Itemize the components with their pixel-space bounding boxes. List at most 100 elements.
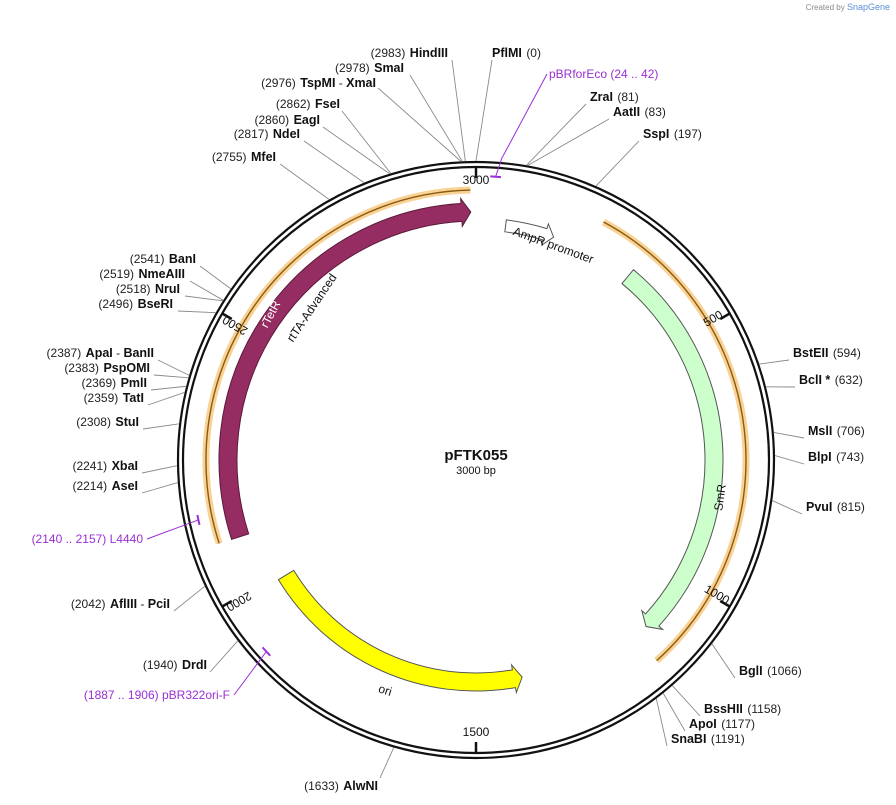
site-leader — [526, 103, 587, 166]
site-name: BseRI — [138, 297, 173, 311]
site-leader — [475, 59, 493, 162]
feature-smr — [621, 268, 724, 631]
site-name: SmaI — [374, 61, 404, 75]
site-position: (1177) — [721, 717, 755, 731]
site-name: ApoI — [689, 717, 717, 731]
restriction-site-eagi: (2860) EagI — [254, 111, 320, 128]
site-leader — [177, 310, 216, 314]
restriction-site-sspi: SspI (197) — [643, 125, 702, 142]
site-leader — [711, 643, 736, 679]
site-leader — [209, 640, 239, 673]
leaders-layer — [141, 59, 805, 779]
site-position: (2983) — [371, 46, 406, 60]
site-position: (1940) — [143, 658, 178, 672]
primer-leader — [495, 73, 548, 177]
restriction-site-bsshii: BssHII (1158) — [704, 700, 781, 717]
feature-rtetr — [218, 196, 472, 541]
site-name: AatII — [613, 105, 640, 119]
restriction-site-aatii: AatII (83) — [613, 103, 666, 120]
site-leader — [141, 482, 178, 494]
site-leader — [379, 747, 395, 779]
site-name: SspI — [643, 127, 669, 141]
site-position: (0) — [526, 46, 541, 60]
restriction-site-pspomi: (2383) PspOMI — [64, 359, 150, 376]
site-leader — [199, 265, 232, 290]
site-position: (83) — [645, 105, 666, 119]
site-name: BstEII — [793, 346, 828, 360]
site-position: (2860) — [254, 113, 289, 127]
site-position: (2387) — [47, 346, 82, 360]
orange-arcs-layer — [202, 186, 750, 664]
restriction-site-xbai: (2241) XbaI — [72, 457, 138, 474]
site-position: (815) — [837, 500, 865, 514]
site-position: (1633) — [304, 779, 339, 793]
plasmid-length: 3000 bp — [456, 465, 496, 477]
labels-layer: (2983) HindIII(2978) SmaI(2976) TspMI - … — [32, 44, 865, 794]
primer-range: (1887 .. 1906) — [84, 688, 159, 702]
restriction-site-tati: (2359) TatI — [84, 389, 144, 406]
site-name: AseI — [112, 479, 138, 493]
site-name: StuI — [115, 415, 139, 429]
primer-mark — [490, 175, 502, 179]
restriction-site-blpi: BlpI (743) — [808, 448, 864, 465]
orange-core-arc — [205, 189, 471, 544]
site-name: ZraI — [590, 90, 613, 104]
restriction-site-snabi: SnaBI (1191) — [671, 730, 745, 747]
site-leader — [759, 359, 790, 365]
primer-mark — [196, 514, 201, 526]
restriction-site-bgli: BglI (1066) — [739, 662, 802, 679]
site-name: TatI — [123, 391, 144, 405]
primer-l4440: (2140 .. 2157) L4440 — [32, 532, 144, 546]
tick-label: 2000 — [224, 589, 254, 615]
site-leader — [157, 359, 190, 376]
site-leader — [142, 423, 180, 430]
site-leader — [147, 391, 185, 406]
site-position: (2383) — [64, 361, 99, 375]
feature-label-ampr-promoter: AmpR promoter — [511, 224, 595, 266]
site-name: PspOMI — [103, 361, 150, 375]
site-name: NruI — [155, 282, 180, 296]
snapgene-brand: SnapGene — [846, 2, 890, 12]
backbone-outer-circle — [176, 160, 776, 760]
site-name: SnaBI — [671, 732, 706, 746]
feature-ori — [277, 569, 523, 695]
primer-mark — [261, 646, 271, 657]
restriction-site-ndei: (2817) NdeI — [234, 125, 300, 142]
site-alt-name: BanII — [123, 346, 154, 360]
tick-label: 3000 — [463, 173, 490, 187]
site-name: ApaI — [86, 346, 113, 360]
site-position: (2976) — [261, 76, 296, 90]
site-position: (2042) — [71, 597, 106, 611]
primer-leader — [233, 651, 267, 696]
site-name: AlwNI — [343, 779, 378, 793]
site-position: (2541) — [130, 252, 165, 266]
site-position: (632) — [835, 373, 863, 387]
site-position: (2978) — [335, 61, 370, 75]
primer-range: (2140 .. 2157) — [32, 532, 107, 546]
site-position: (81) — [617, 90, 638, 104]
site-position: (1191) — [711, 732, 745, 746]
site-position: (594) — [833, 346, 861, 360]
restriction-site-drdi: (1940) DrdI — [143, 656, 207, 673]
site-name: PmlI — [121, 376, 147, 390]
site-position: (197) — [674, 127, 702, 141]
primer-name: pBR322ori-F — [162, 688, 230, 702]
site-position: (2308) — [76, 415, 111, 429]
restriction-site-nmeaiii: (2519) NmeAIII — [99, 265, 185, 282]
site-name: BlpI — [808, 450, 832, 464]
restriction-site-alwni: (1633) AlwNI — [304, 777, 378, 794]
site-leader — [409, 74, 463, 162]
site-position: (2214) — [72, 479, 107, 493]
primer-range: (24 .. 42) — [610, 67, 658, 81]
site-leader — [303, 140, 365, 184]
restriction-site-pflmi: PflMI (0) — [492, 44, 541, 61]
site-leader — [341, 110, 392, 174]
site-leader — [527, 118, 610, 166]
site-leader — [451, 59, 466, 162]
site-name: BssHII — [704, 702, 743, 716]
restriction-site-mfei: (2755) MfeI — [212, 148, 276, 165]
tick-mark — [719, 599, 731, 608]
feature-label-smr: SmR — [711, 483, 729, 512]
site-name: DrdI — [182, 658, 207, 672]
